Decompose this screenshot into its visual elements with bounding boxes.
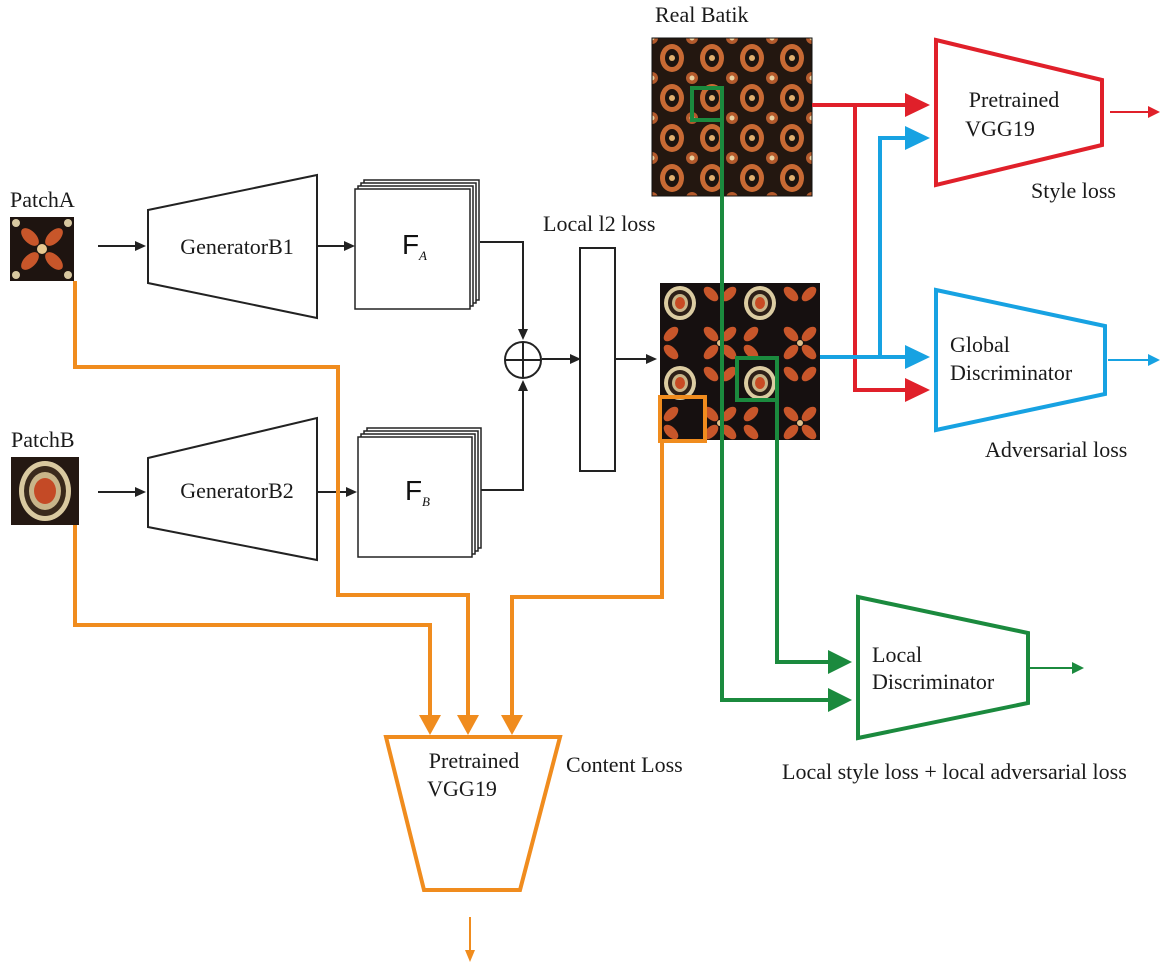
local-discriminator-shape: [858, 597, 1028, 738]
global-discriminator-label-line2: Discriminator: [950, 360, 1073, 385]
patch-a-image: [10, 217, 74, 281]
top-vgg19-label-line2: VGG19: [965, 116, 1035, 141]
local-l2-loss-label: Local l2 loss: [543, 211, 655, 236]
bottom-vgg19-label-line2: VGG19: [427, 776, 497, 801]
real-batik-label: Real Batik: [655, 2, 748, 27]
generator-b2-label: GeneratorB2: [180, 478, 294, 503]
adversarial-loss-label: Adversarial loss: [985, 437, 1127, 462]
local-l2-loss-block: [580, 248, 615, 471]
local-combined-loss-label: Local style loss + local adversarial los…: [782, 759, 1127, 784]
local-discriminator-label-line2: Discriminator: [872, 669, 995, 694]
top-vgg19-label-line1: Pretrained: [969, 87, 1059, 112]
generator-b1-label: GeneratorB1: [180, 234, 294, 259]
global-discriminator-label-line1: Global: [950, 332, 1010, 357]
top-vgg19-shape: [936, 40, 1102, 185]
content-loss-label: Content Loss: [566, 752, 683, 777]
patch-b-label: PatchB: [11, 427, 75, 452]
bottom-vgg19-label-line1: Pretrained: [429, 748, 519, 773]
sum-node-icon: [505, 342, 541, 378]
feature-a-label: F: [402, 229, 419, 260]
style-loss-label: Style loss: [1031, 178, 1116, 203]
feature-b-label: F: [405, 475, 422, 506]
generated-batik-image: [660, 283, 820, 440]
feature-b-subscript: B: [422, 494, 430, 509]
feature-a-subscript: A: [418, 248, 427, 263]
real-batik-image: [652, 38, 812, 196]
local-discriminator-label-line1: Local: [872, 642, 922, 667]
patch-b-image: [11, 457, 79, 525]
patch-a-label: PatchA: [10, 187, 75, 212]
